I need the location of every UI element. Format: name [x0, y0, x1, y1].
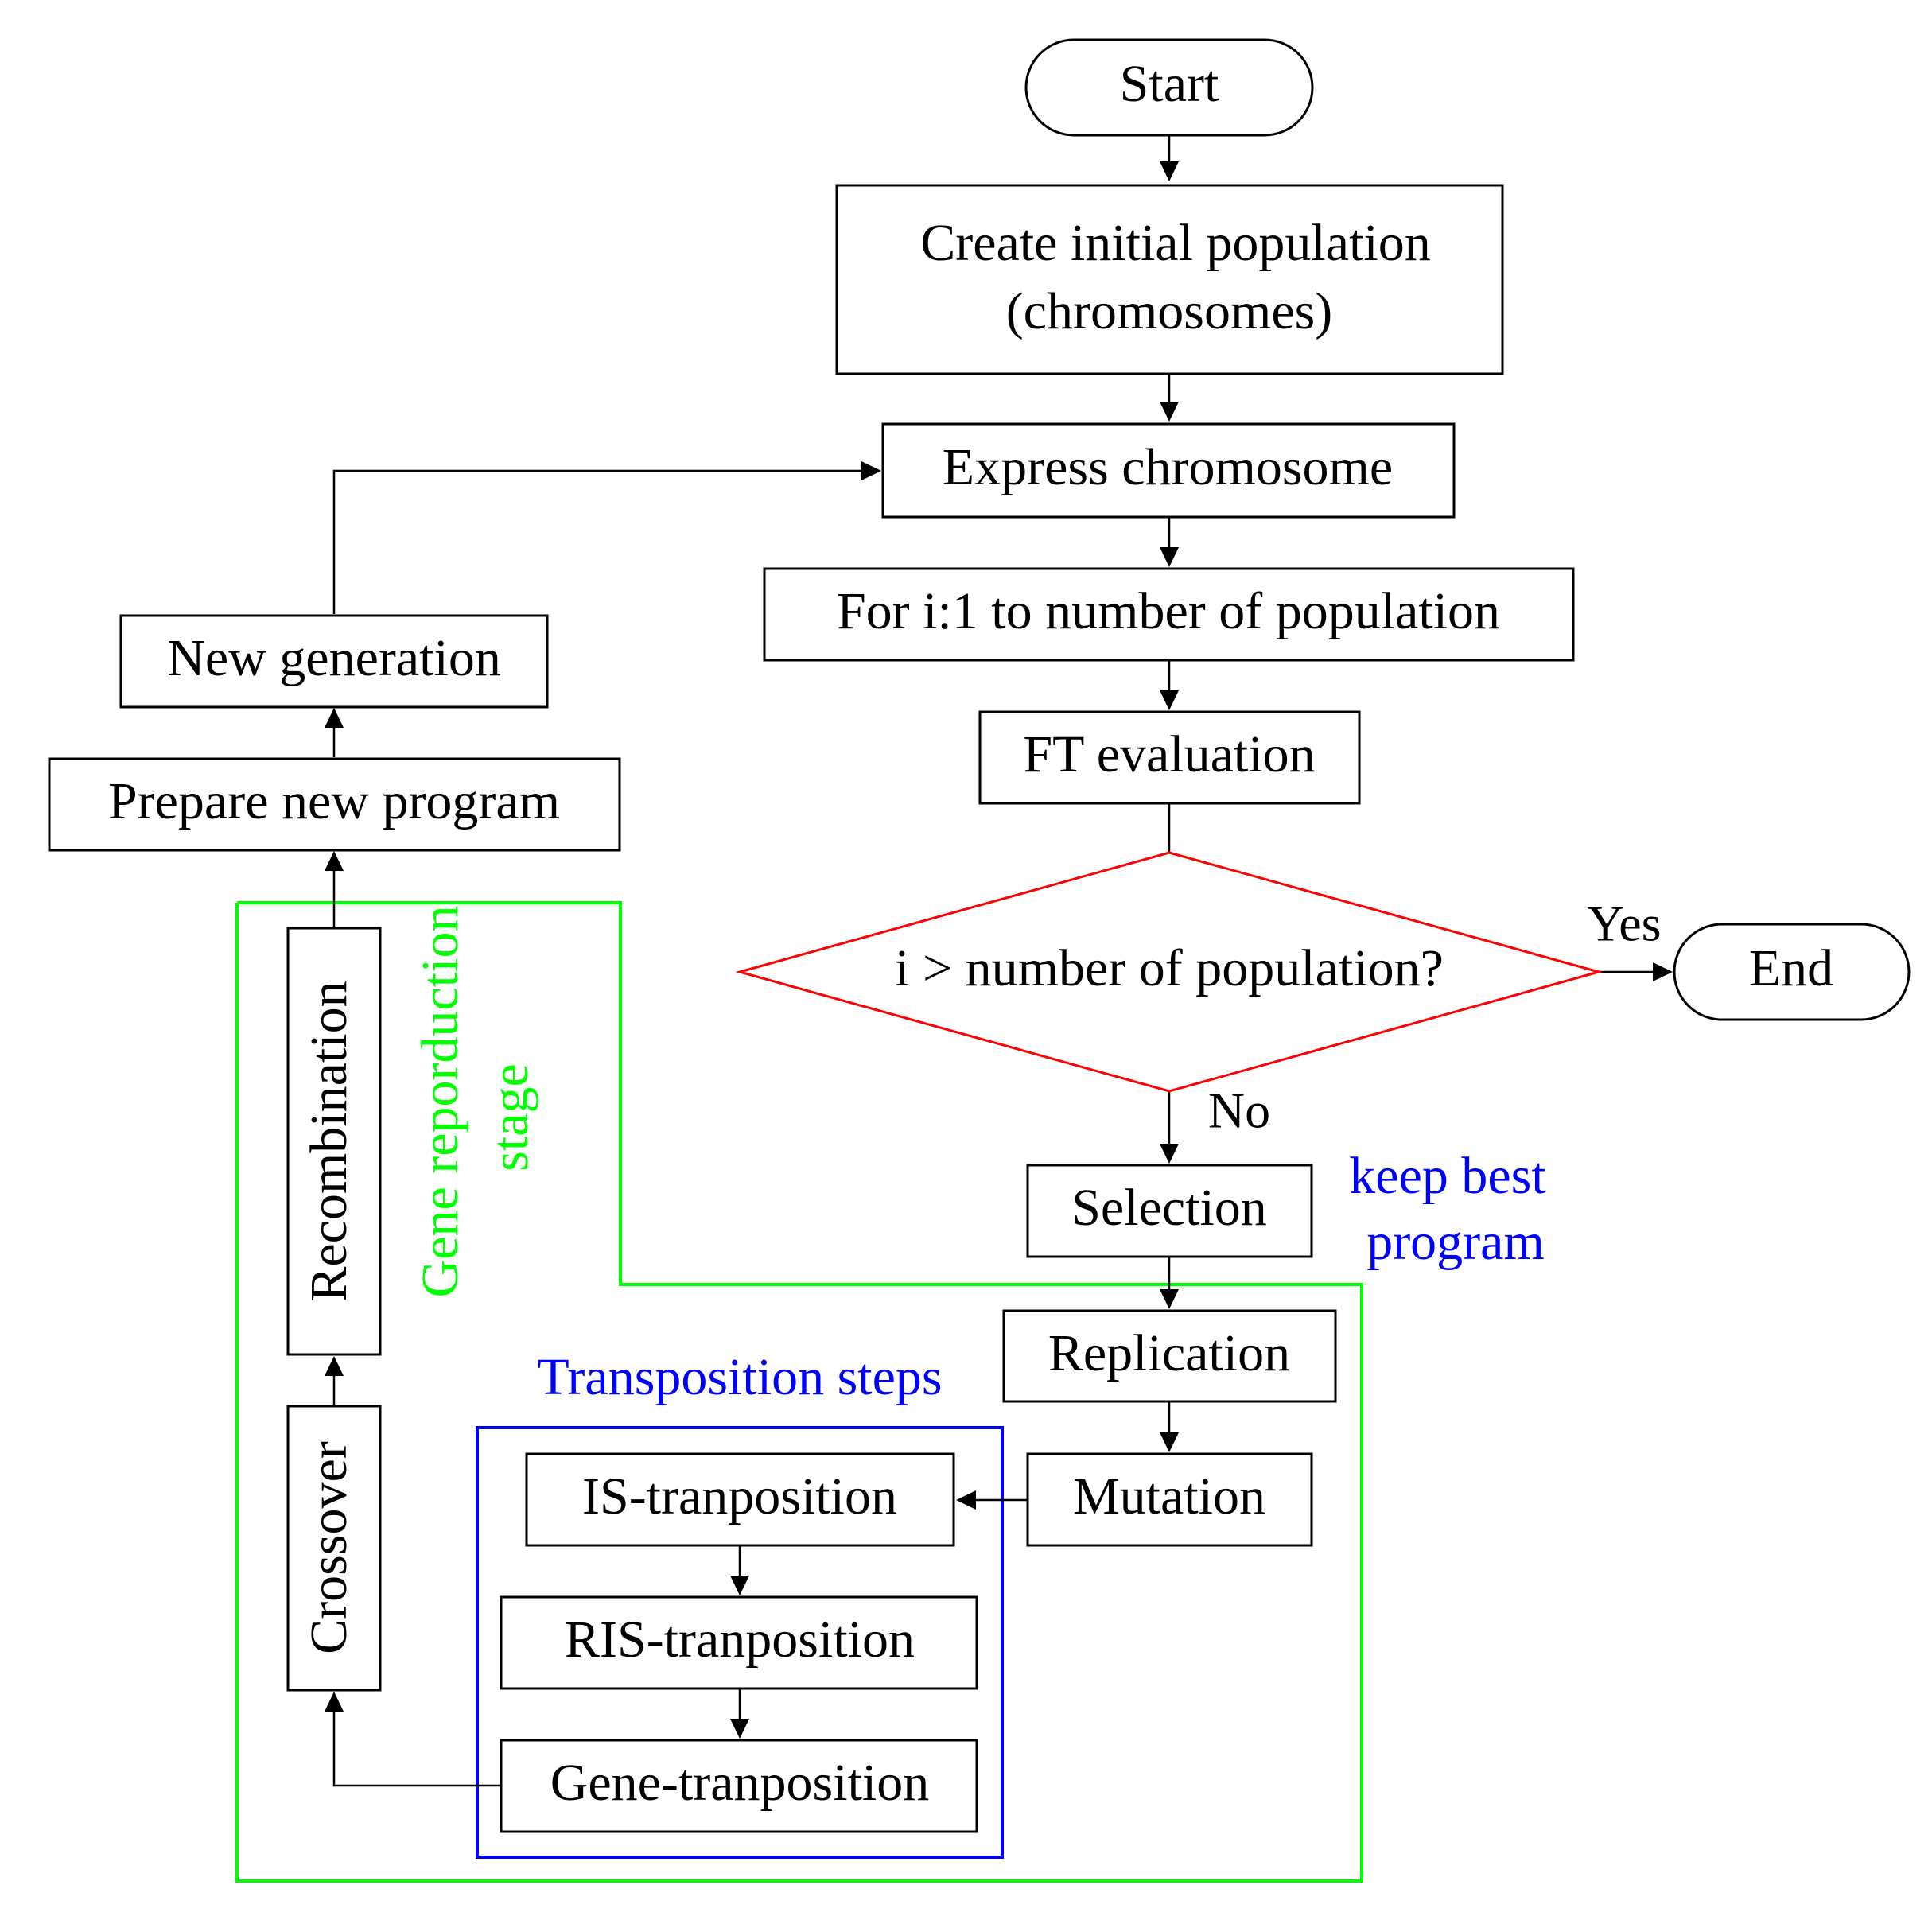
crossover-label: Crossover [300, 1441, 358, 1654]
yes-label: Yes [1587, 896, 1661, 952]
prepare-program-node: Prepare new program [48, 757, 621, 852]
arrowhead [1160, 547, 1179, 567]
arrowhead [1160, 1144, 1179, 1164]
gene-transposition-node: Gene-tranposition [500, 1739, 978, 1833]
arrowhead [1653, 962, 1673, 981]
arrowhead [1160, 161, 1179, 181]
new-generation-node: New generation [119, 614, 549, 709]
arrowhead [1160, 1432, 1179, 1452]
express-chromosome-label: Express chromosome [943, 438, 1393, 496]
gene-stage-label-line2: stage [481, 1063, 539, 1172]
arrowhead [325, 708, 344, 728]
decision-label: i > number of population? [895, 939, 1444, 997]
replication-label: Replication [1048, 1324, 1290, 1382]
recombination-label: Recombination [300, 981, 358, 1301]
gene-transposition-label: Gene-tranposition [550, 1754, 930, 1812]
gene-reproduction-region [235, 901, 1363, 1883]
arrowhead [730, 1719, 749, 1739]
start-node: Start [1024, 38, 1314, 137]
transposition-region [476, 1426, 1004, 1859]
start-label: Start [1120, 55, 1219, 113]
new-generation-label: New generation [167, 629, 501, 687]
crossover-node: Crossover [286, 1405, 382, 1692]
for-loop-node: For i:1 to number of population [763, 567, 1575, 662]
arrowhead [1160, 690, 1179, 710]
arrow-gene-to-crossover [332, 1710, 501, 1787]
for-loop-label: For i:1 to number of population [837, 582, 1500, 640]
arrowhead [325, 1692, 344, 1712]
create-population-node: Create initial population (chromosomes) [835, 184, 1504, 375]
arrowhead [1160, 402, 1179, 422]
mutation-label: Mutation [1073, 1467, 1265, 1525]
arrowhead [325, 1356, 344, 1376]
end-node: End [1673, 923, 1911, 1021]
no-label: No [1208, 1082, 1270, 1139]
ft-evaluation-label: FT evaluation [1023, 725, 1315, 783]
selection-node: Selection [1026, 1164, 1313, 1258]
is-transposition-label: IS-tranposition [582, 1467, 897, 1525]
is-transposition-node: IS-tranposition [525, 1452, 955, 1547]
arrowhead [730, 1576, 749, 1595]
mutation-node: Mutation [1026, 1452, 1313, 1547]
prepare-program-label: Prepare new program [108, 772, 560, 830]
ris-transposition-label: RIS-tranposition [565, 1611, 915, 1669]
replication-node: Replication [1002, 1309, 1337, 1403]
end-label: End [1749, 939, 1833, 997]
ris-transposition-node: RIS-tranposition [500, 1595, 978, 1690]
arrowhead [861, 461, 881, 480]
keep-best-label-line2: program [1366, 1213, 1545, 1271]
keep-best-label-line1: keep best [1349, 1147, 1545, 1205]
gene-stage-label-line1: Gene reporduction [411, 906, 469, 1298]
ft-evaluation-node: FT evaluation [978, 710, 1361, 805]
decision-node: i > number of population? [735, 851, 1604, 1093]
arrowhead [956, 1490, 976, 1510]
selection-label: Selection [1071, 1179, 1267, 1237]
recombination-node: Recombination [286, 927, 382, 1356]
create-population-label-line1: Create initial population [920, 214, 1431, 272]
connectors [325, 135, 1673, 1787]
create-population-label-line2: (chromosomes) [1006, 282, 1333, 340]
express-chromosome-node: Express chromosome [881, 422, 1456, 519]
transposition-steps-label: Transposition steps [537, 1348, 942, 1406]
arrow-newgen-to-express [332, 469, 863, 614]
arrowhead [1160, 1289, 1179, 1309]
arrowhead [325, 851, 344, 871]
